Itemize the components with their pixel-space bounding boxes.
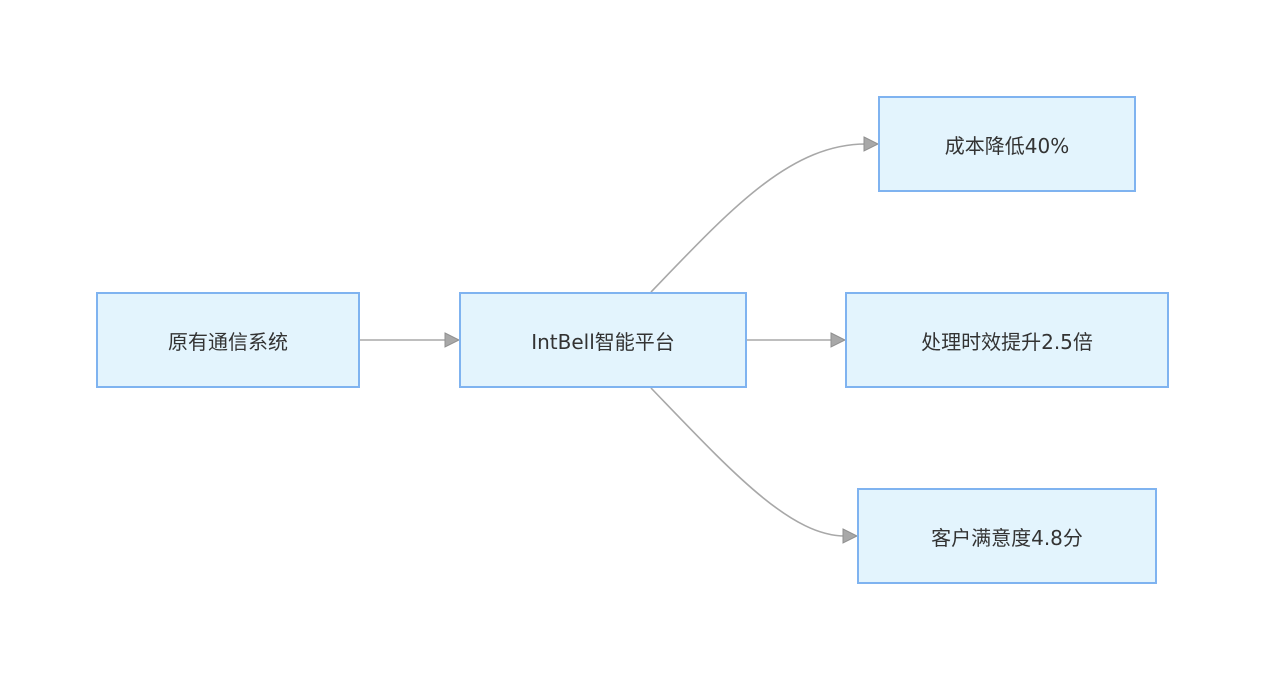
node-cost-reduction: 成本降低40% <box>878 96 1136 192</box>
arrowhead-satisfaction <box>842 528 859 544</box>
arrowhead-cost <box>863 136 880 152</box>
node-processing-speed-label: 处理时效提升2.5倍 <box>921 329 1093 354</box>
node-original-system-label: 原有通信系统 <box>168 329 288 354</box>
node-intbell-platform-label: IntBell智能平台 <box>531 329 675 354</box>
node-customer-satisfaction: 客户满意度4.8分 <box>857 488 1157 584</box>
node-original-system: 原有通信系统 <box>96 292 360 388</box>
node-customer-satisfaction-label: 客户满意度4.8分 <box>931 525 1083 550</box>
arrowhead-platform <box>444 332 461 348</box>
node-cost-reduction-label: 成本降低40% <box>944 133 1070 158</box>
arrowhead-speed <box>830 332 847 348</box>
node-intbell-platform: IntBell智能平台 <box>459 292 747 388</box>
edge-platform-to-cost <box>650 143 867 293</box>
edge-platform-to-satisfaction <box>650 387 846 537</box>
node-processing-speed: 处理时效提升2.5倍 <box>845 292 1169 388</box>
